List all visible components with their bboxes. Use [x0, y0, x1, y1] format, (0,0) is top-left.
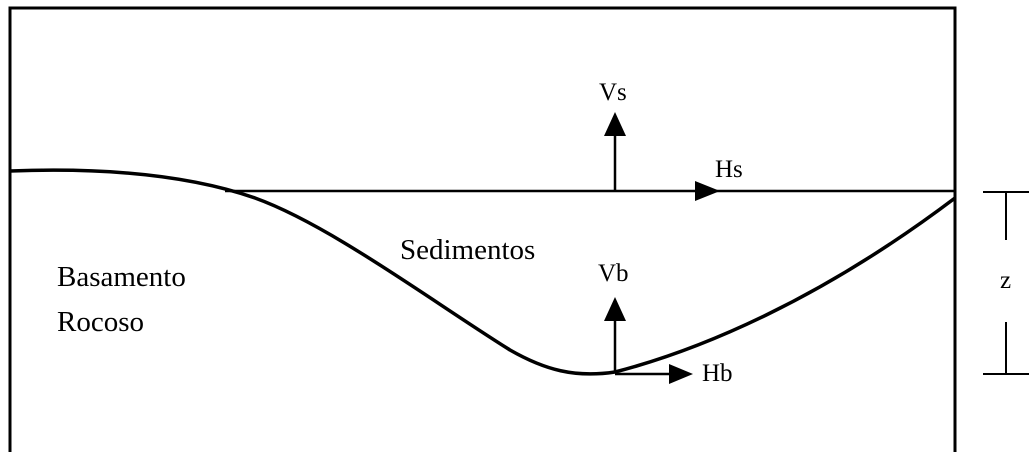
vb-arrowhead — [604, 297, 626, 321]
label-sedimentos: Sedimentos — [400, 234, 535, 266]
frame-border — [8, 6, 957, 452]
hs-arrowhead — [695, 181, 720, 201]
label-hb: Hb — [702, 360, 733, 387]
label-z: z — [1000, 267, 1011, 294]
depth-dimension-marker — [983, 191, 1029, 375]
label-vs: Vs — [599, 79, 627, 106]
label-vb: Vb — [598, 260, 629, 287]
hb-arrow — [615, 364, 693, 384]
vs-arrow — [604, 112, 626, 191]
basement-interface-curve — [9, 168, 957, 376]
hb-arrowhead — [669, 364, 693, 384]
label-rocoso: Rocoso — [57, 306, 144, 338]
hs-arrow — [695, 181, 720, 201]
label-basamento: Basamento — [57, 261, 186, 293]
vs-arrowhead — [604, 112, 626, 136]
vb-arrow — [604, 297, 626, 372]
label-hs: Hs — [715, 156, 743, 183]
